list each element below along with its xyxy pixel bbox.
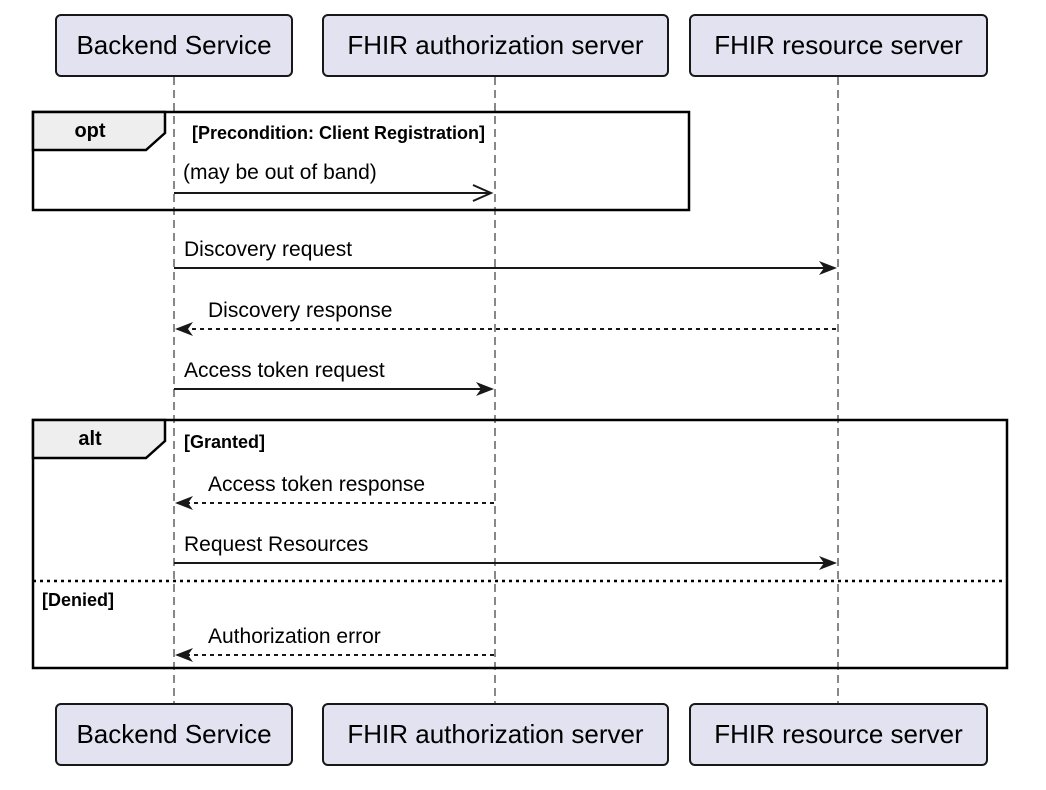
participant-backend-service-top: Backend Service bbox=[55, 14, 293, 77]
arrow-request-resources bbox=[174, 556, 837, 570]
participant-fhir-authorization-server-bottom: FHIR authorization server bbox=[322, 703, 669, 766]
opt-fragment-header bbox=[31, 110, 167, 152]
message-label-discovery-response: Discovery response bbox=[208, 299, 393, 322]
arrow-authorization-error bbox=[175, 648, 494, 662]
opt-fragment-box bbox=[31, 110, 691, 212]
arrow-discovery-request bbox=[174, 261, 837, 275]
alt-fragment-header bbox=[31, 418, 167, 460]
arrow-access-token-response bbox=[175, 496, 494, 510]
message-label-discovery-request: Discovery request bbox=[184, 238, 353, 261]
participant-fhir-resource-server-bottom: FHIR resource server bbox=[689, 703, 988, 766]
arrow-discovery-response bbox=[175, 322, 836, 336]
participant-backend-service-bottom: Backend Service bbox=[55, 703, 293, 766]
message-label-authorization-error: Authorization error bbox=[208, 625, 381, 648]
message-label-request-resources: Request Resources bbox=[184, 533, 369, 556]
guard-granted: [Granted] bbox=[184, 432, 265, 452]
participant-fhir-authorization-server-top: FHIR authorization server bbox=[322, 14, 669, 77]
opt-operator-label: opt bbox=[74, 120, 106, 142]
arrow-access-token-request bbox=[174, 382, 494, 396]
participant-fhir-resource-server-top: FHIR resource server bbox=[689, 14, 988, 77]
alt-operator-label: alt bbox=[78, 428, 102, 450]
arrow-may-be-out-of-band bbox=[174, 184, 494, 202]
alt-fragment-box bbox=[31, 418, 1009, 670]
message-label-access-token-response: Access token response bbox=[208, 473, 426, 496]
guard-denied: [Denied] bbox=[42, 590, 114, 610]
message-label-access-token-request: Access token request bbox=[184, 359, 385, 382]
message-label-may-be-out-of-band: (may be out of band) bbox=[183, 161, 377, 184]
guard-precondition-client-registration: [Precondition: Client Registration] bbox=[192, 123, 486, 143]
